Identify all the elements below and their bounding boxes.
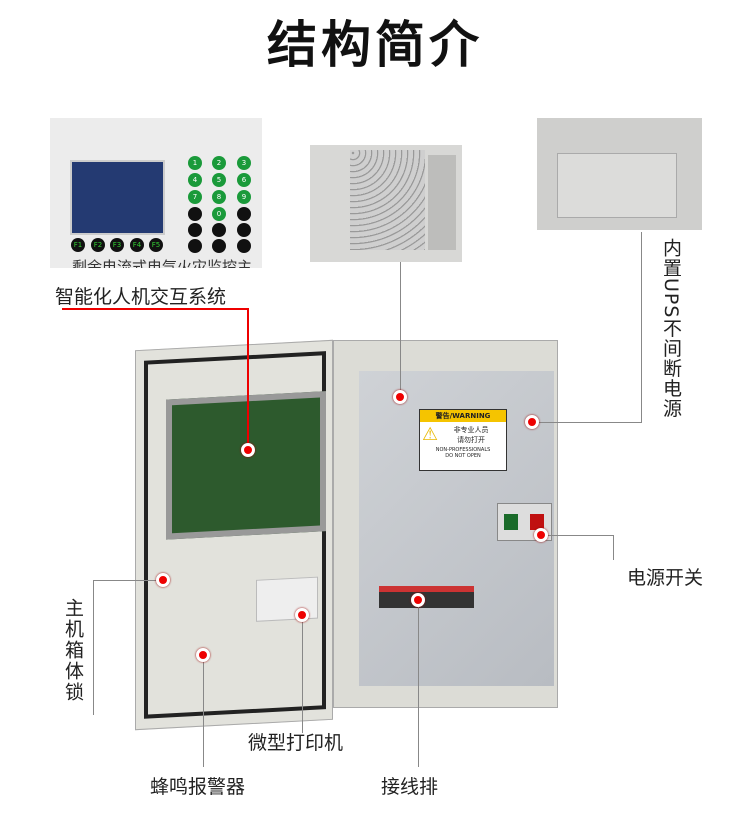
warning-triangle-icon: ⚠ <box>422 424 439 445</box>
warning-label: 警告/WARNING ⚠ 非专业人员请勿打开 NON-PROFESSIONALS… <box>419 409 507 471</box>
key-f1: F1 <box>71 238 85 252</box>
key-fn <box>237 239 251 253</box>
cabinet-door <box>135 339 333 731</box>
hotspot-lock[interactable] <box>156 573 170 587</box>
psu-unit <box>350 150 425 250</box>
circuit-board <box>166 391 326 540</box>
ups-unit <box>557 153 677 218</box>
label-power-switch: 电源开关 <box>627 567 704 589</box>
key-fn <box>188 239 202 253</box>
hotspot-ups[interactable] <box>525 415 539 429</box>
label-ups: 内置UPS不间断电源 <box>660 238 682 419</box>
hotspot-terminal[interactable] <box>411 593 425 607</box>
green-switch <box>504 514 518 530</box>
key-8: 8 <box>212 190 226 204</box>
warning-line1: 非专业人员 <box>453 425 489 434</box>
cabinet-body: 警告/WARNING ⚠ 非专业人员请勿打开 NON-PROFESSIONALS… <box>333 340 558 708</box>
key-0: 0 <box>212 207 226 221</box>
label-lock: 主机箱体锁 <box>62 598 84 703</box>
key-fn <box>212 239 226 253</box>
hmi-panel-photo: 1 2 3 4 5 6 7 8 9 0 F1 F2 F3 F4 F5 剩余电流式… <box>50 118 262 268</box>
key-fn <box>237 207 251 221</box>
hotspot-hmi[interactable] <box>241 443 255 457</box>
key-4: 4 <box>188 173 202 187</box>
key-fn <box>212 223 226 237</box>
key-f4: F4 <box>130 238 144 252</box>
warning-head-cn: 警告 <box>435 412 450 420</box>
key-f2: F2 <box>91 238 105 252</box>
key-1: 1 <box>188 156 202 170</box>
hotspot-buzzer[interactable] <box>196 648 210 662</box>
terminal-block <box>379 586 474 608</box>
panel-caption: 剩余电流式电气火灾监控主 <box>72 258 253 268</box>
ups-photo <box>537 118 702 230</box>
key-3: 3 <box>237 156 251 170</box>
hotspot-power-switch[interactable] <box>534 528 548 542</box>
key-fn <box>188 223 202 237</box>
warning-line2: 请勿打开 <box>457 435 486 444</box>
key-fn <box>188 207 202 221</box>
key-5: 5 <box>212 173 226 187</box>
bracket <box>428 155 456 250</box>
label-buzzer: 蜂鸣报警器 <box>150 776 246 798</box>
lcd-screen <box>70 160 165 235</box>
warning-head-en: WARNING <box>452 412 491 420</box>
key-6: 6 <box>237 173 251 187</box>
key-fn <box>237 223 251 237</box>
hotspot-printer[interactable] <box>295 608 309 622</box>
key-f5: F5 <box>149 238 163 252</box>
red-switch <box>530 514 544 530</box>
page-title: 结构简介 <box>267 16 483 74</box>
power-supply-photo <box>310 145 462 262</box>
key-2: 2 <box>212 156 226 170</box>
label-printer: 微型打印机 <box>248 732 344 754</box>
warning-en1: NON-PROFESSIONALS <box>435 447 491 453</box>
key-f3: F3 <box>110 238 124 252</box>
key-7: 7 <box>188 190 202 204</box>
warning-en2: DO NOT OPEN <box>445 453 481 459</box>
hotspot-psu[interactable] <box>393 390 407 404</box>
key-9: 9 <box>237 190 251 204</box>
label-hmi: 智能化人机交互系统 <box>55 286 227 308</box>
label-terminal: 接线排 <box>381 776 439 798</box>
